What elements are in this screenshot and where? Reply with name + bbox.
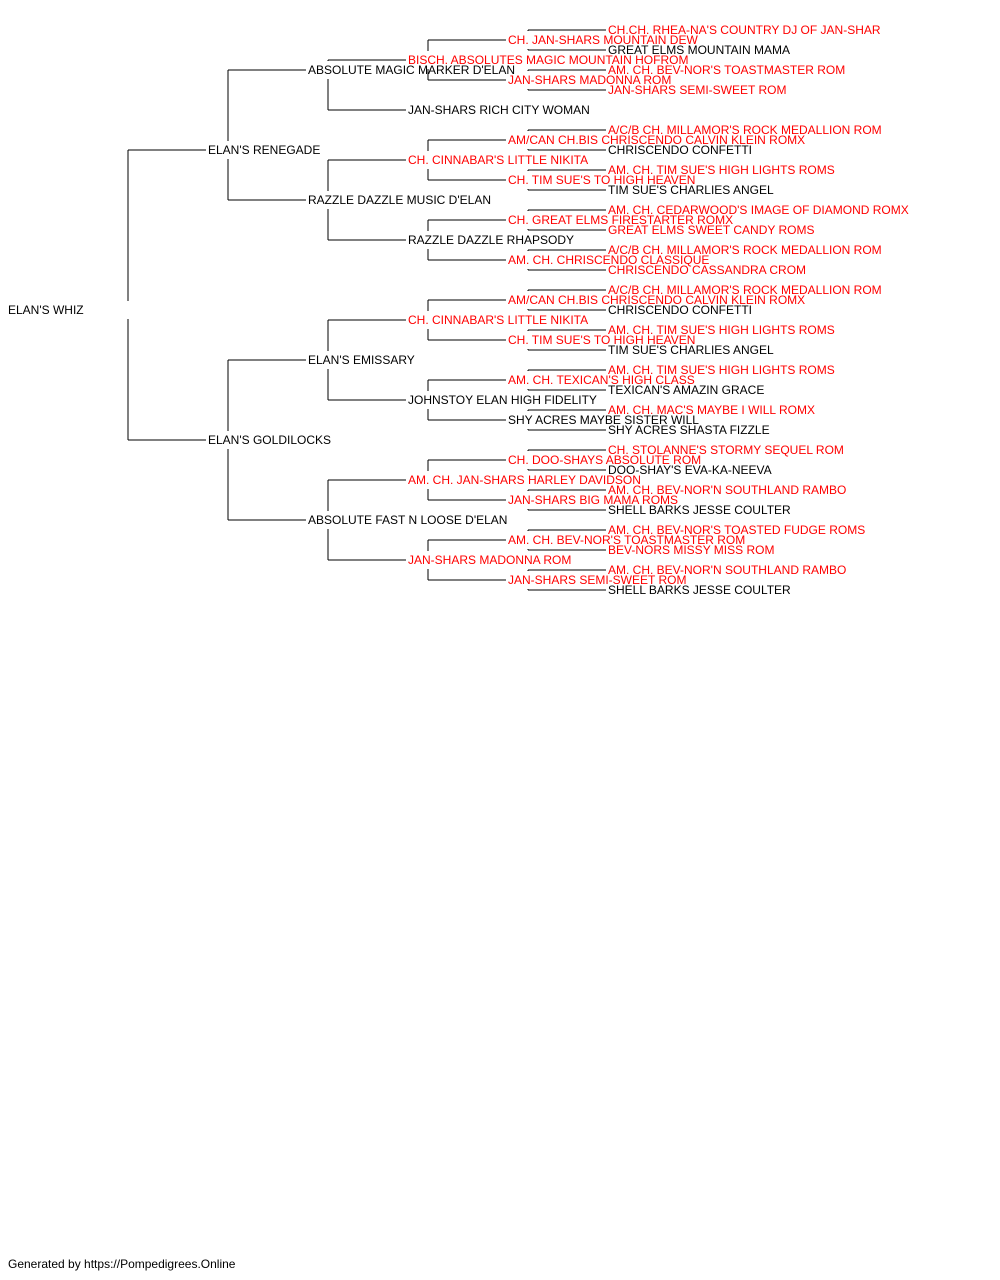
dog-name: JAN-SHARS MADONNA ROM xyxy=(508,73,671,87)
dog-name: AM. CH. TIM SUE'S HIGH LIGHTS ROMS xyxy=(608,363,835,377)
dog-name: CHRISCENDO CASSANDRA CROM xyxy=(608,263,806,277)
dog-name: CH. STOLANNE'S STORMY SEQUEL ROM xyxy=(608,443,844,457)
dog-name: JAN-SHARS BIG MAMA ROMS xyxy=(508,493,678,507)
dog-name: TIM SUE'S CHARLIES ANGEL xyxy=(608,343,774,357)
dog-name: A/C/B CH. MILLAMOR'S ROCK MEDALLION ROM xyxy=(608,123,882,137)
dog-name: ABSOLUTE FAST N LOOSE D'ELAN xyxy=(308,513,507,527)
dog-name: BISCH. ABSOLUTES MAGIC MOUNTAIN HOFROM xyxy=(408,53,688,67)
dog-name: JOHNSTOY ELAN HIGH FIDELITY xyxy=(408,393,597,407)
dog-name: CH.CH. RHEA-NA'S COUNTRY DJ OF JAN-SHAR xyxy=(608,23,881,37)
dog-name: CH. GREAT ELMS FIRESTARTER ROMX xyxy=(508,213,733,227)
dog-name: ELAN'S EMISSARY xyxy=(308,353,415,367)
dog-name: JAN-SHARS MADONNA ROM xyxy=(408,553,571,567)
dog-name: SHY ACRES SHASTA FIZZLE xyxy=(608,423,770,437)
dog-name: AM. CH. TIM SUE'S HIGH LIGHTS ROMS xyxy=(608,163,835,177)
dog-name: BEV-NORS MISSY MISS ROM xyxy=(608,543,774,557)
dog-name: AM. CH. JAN-SHARS HARLEY DAVIDSON xyxy=(408,473,641,487)
dog-name: AM. CH. BEV-NOR'S TOASTMASTER ROM xyxy=(508,533,745,547)
dog-name: CH. CINNABAR'S LITTLE NIKITA xyxy=(408,313,588,327)
dog-name: SHY ACRES MAYBE SISTER WILL xyxy=(508,413,699,427)
dog-name: AM. CH. CHRISCENDO CLASSIQUE xyxy=(508,253,709,267)
dog-name: ELAN'S GOLDILOCKS xyxy=(208,433,331,447)
dog-name: A/C/B CH. MILLAMOR'S ROCK MEDALLION ROM xyxy=(608,243,882,257)
dog-name: DOO-SHAY'S EVA-KA-NEEVA xyxy=(608,463,772,477)
dog-name: CH. DOO-SHAYS ABSOLUTE ROM xyxy=(508,453,701,467)
dog-name: GREAT ELMS SWEET CANDY ROMS xyxy=(608,223,814,237)
dog-name: AM. CH. TEXICAN'S HIGH CLASS xyxy=(508,373,695,387)
dog-name: AM. CH. TIM SUE'S HIGH LIGHTS ROMS xyxy=(608,323,835,337)
dog-name: ABSOLUTE MAGIC MARKER D'ELAN xyxy=(308,63,515,77)
dog-name: JAN-SHARS RICH CITY WOMAN xyxy=(408,103,590,117)
dog-name: SHELL BARKS JESSE COULTER xyxy=(608,503,791,517)
dog-name: AM. CH. CEDARWOOD'S IMAGE OF DIAMOND ROM… xyxy=(608,203,909,217)
dog-name: RAZZLE DAZZLE MUSIC D'ELAN xyxy=(308,193,491,207)
dog-name: CH. TIM SUE'S TO HIGH HEAVEN xyxy=(508,173,695,187)
dog-name: AM/CAN CH.BIS CHRISCENDO CALVIN KLEIN RO… xyxy=(508,293,805,307)
dog-name: CHRISCENDO CONFETTI xyxy=(608,303,752,317)
dog-name: CHRISCENDO CONFETTI xyxy=(608,143,752,157)
dog-name: JAN-SHARS SEMI-SWEET ROM xyxy=(608,83,786,97)
dog-name: AM. CH. BEV-NOR'N SOUTHLAND RAMBO xyxy=(608,483,846,497)
dog-name: ELAN'S RENEGADE xyxy=(208,143,320,157)
dog-name: SHELL BARKS JESSE COULTER xyxy=(608,583,791,597)
dog-name: CH. TIM SUE'S TO HIGH HEAVEN xyxy=(508,333,695,347)
dog-name: A/C/B CH. MILLAMOR'S ROCK MEDALLION ROM xyxy=(608,283,882,297)
dog-name: AM/CAN CH.BIS CHRISCENDO CALVIN KLEIN RO… xyxy=(508,133,805,147)
dog-name: ELAN'S WHIZ xyxy=(8,303,84,317)
generated-by-footer: Generated by https://Pompedigrees.Online xyxy=(8,1257,236,1271)
dog-name: AM. CH. BEV-NOR'S TOASTED FUDGE ROMS xyxy=(608,523,865,537)
dog-name: RAZZLE DAZZLE RHAPSODY xyxy=(408,233,574,247)
dog-name: TIM SUE'S CHARLIES ANGEL xyxy=(608,183,774,197)
dog-name: AM. CH. BEV-NOR'N SOUTHLAND RAMBO xyxy=(608,563,846,577)
dog-name: JAN-SHARS SEMI-SWEET ROM xyxy=(508,573,686,587)
dog-name: AM. CH. BEV-NOR'S TOASTMASTER ROM xyxy=(608,63,845,77)
dog-name: GREAT ELMS MOUNTAIN MAMA xyxy=(608,43,790,57)
dog-name: AM. CH. MAC'S MAYBE I WILL ROMX xyxy=(608,403,815,417)
dog-name: TEXICAN'S AMAZIN GRACE xyxy=(608,383,764,397)
dog-name: CH. JAN-SHARS MOUNTAIN DEW xyxy=(508,33,698,47)
dog-name: CH. CINNABAR'S LITTLE NIKITA xyxy=(408,153,588,167)
